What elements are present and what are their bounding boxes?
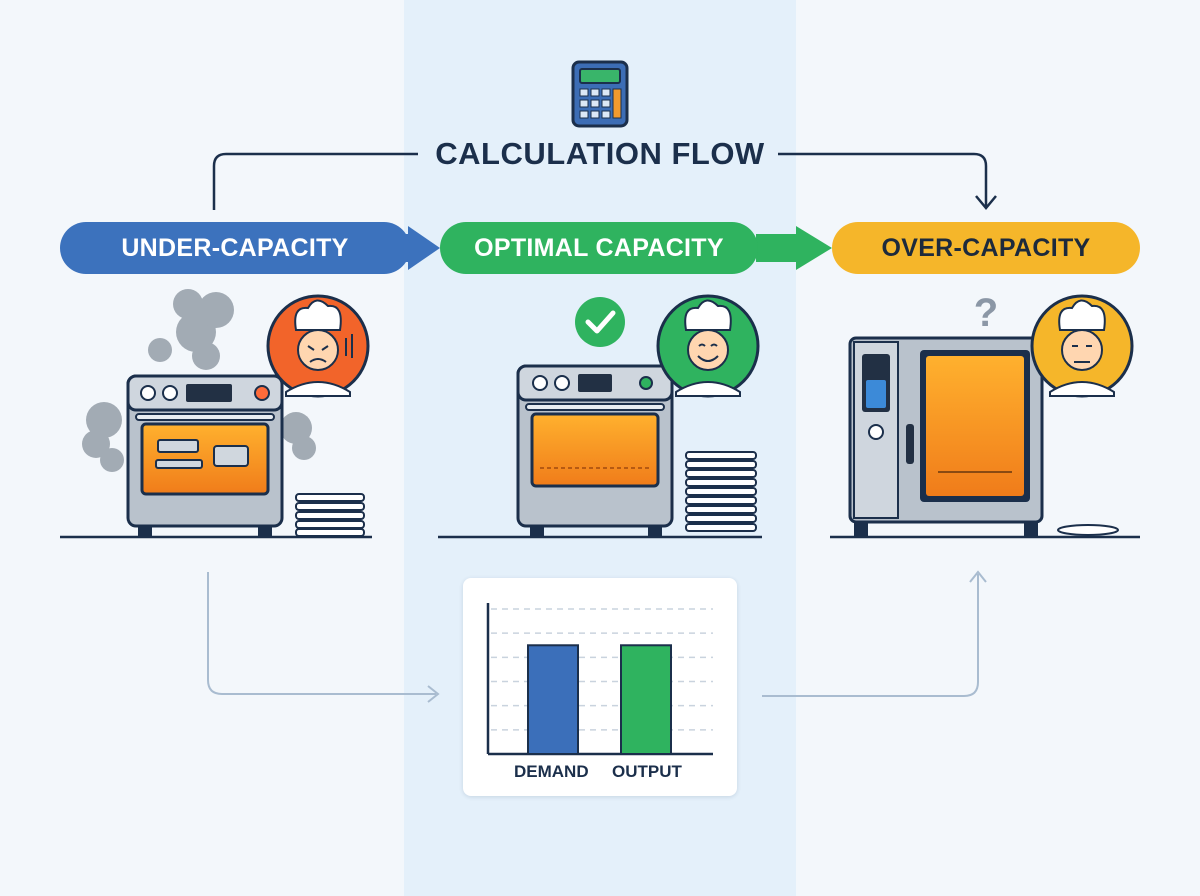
flow-arrowhead-down xyxy=(975,195,997,210)
bottom-arrowhead-right xyxy=(427,685,440,703)
optimal-capacity-pill: OPTIMAL CAPACITY xyxy=(440,222,758,274)
category-label-output: OUTPUT xyxy=(612,762,682,781)
happy-chef-icon xyxy=(656,294,760,398)
arrow-optimal-to-over xyxy=(796,226,832,270)
chart-bar-output xyxy=(620,644,672,755)
bottom-connector-right xyxy=(762,574,979,697)
flow-connector-right xyxy=(778,152,988,206)
calculation-flow-title: CALCULATION FLOW xyxy=(435,136,765,171)
chart-bar-demand xyxy=(527,644,579,755)
calculator-icon xyxy=(571,60,629,128)
demand-output-chart xyxy=(486,603,713,756)
flow-connector-left xyxy=(212,152,418,210)
oversized-oven-icon xyxy=(848,336,1044,536)
bored-chef-icon xyxy=(1030,294,1134,398)
overloaded-oven-icon xyxy=(82,289,316,536)
category-label-demand: DEMAND xyxy=(514,762,589,781)
arrow-under-to-optimal xyxy=(408,226,440,270)
bottom-connector-left xyxy=(207,572,436,695)
single-plate-icon xyxy=(1057,524,1119,536)
plate-stack-small-icon xyxy=(295,493,365,537)
balanced-oven-icon xyxy=(516,364,674,536)
stressed-chef-icon xyxy=(266,294,370,398)
over-capacity-pill: OVER-CAPACITY xyxy=(832,222,1140,274)
check-icon xyxy=(575,297,625,347)
question-mark: ? xyxy=(974,291,998,335)
demand-output-chart-card xyxy=(463,578,737,796)
plate-stack-tall-icon xyxy=(685,451,757,532)
under-capacity-pill: UNDER-CAPACITY xyxy=(60,222,410,274)
bottom-arrowhead-up xyxy=(969,570,987,583)
